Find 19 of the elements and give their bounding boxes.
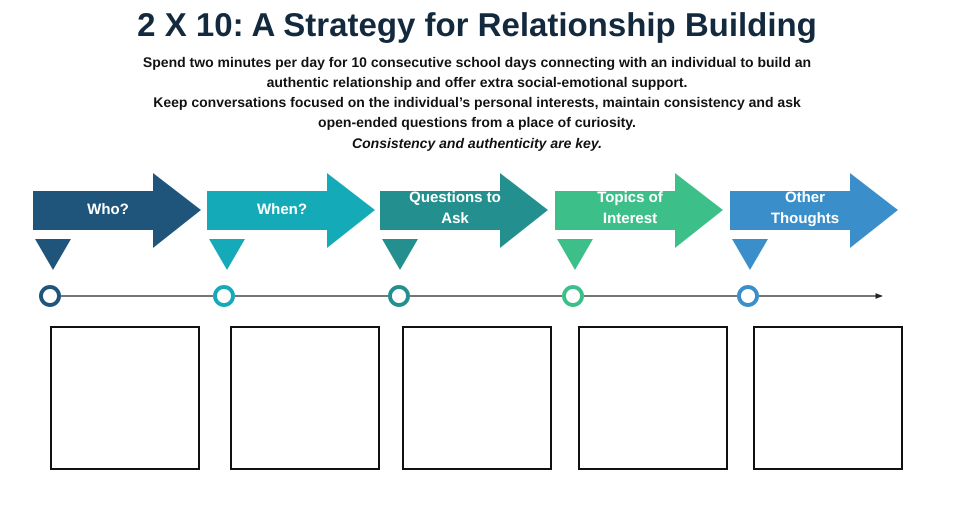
answer-box [50,326,200,470]
answer-box [578,326,728,470]
title: 2 X 10: A Strategy for Relationship Building [136,6,818,44]
timeline-arrow [759,293,883,299]
answer-box [230,326,380,470]
timeline-marker [39,285,61,307]
timeline-marker [737,285,759,307]
timeline-line [584,295,737,297]
description-text: Keep conversations focused on the individual’s personal interests, maintain consistency and ask open-ended questions from a place of curiosity. [152,93,802,132]
timeline-marker [213,285,235,307]
note-text: Consistency and authenticity are key. [350,134,603,153]
timeline-line [61,295,213,297]
timeline-marker [562,285,584,307]
description-text: Spend two minutes per day for 10 consecutive school days connecting with an individual to build an authentic relationship and offer extra social-emotional support. [142,53,812,92]
answer-box [753,326,903,470]
answer-box [402,326,552,470]
timeline-marker [388,285,410,307]
timeline-line [235,295,388,297]
timeline-line [410,295,562,297]
